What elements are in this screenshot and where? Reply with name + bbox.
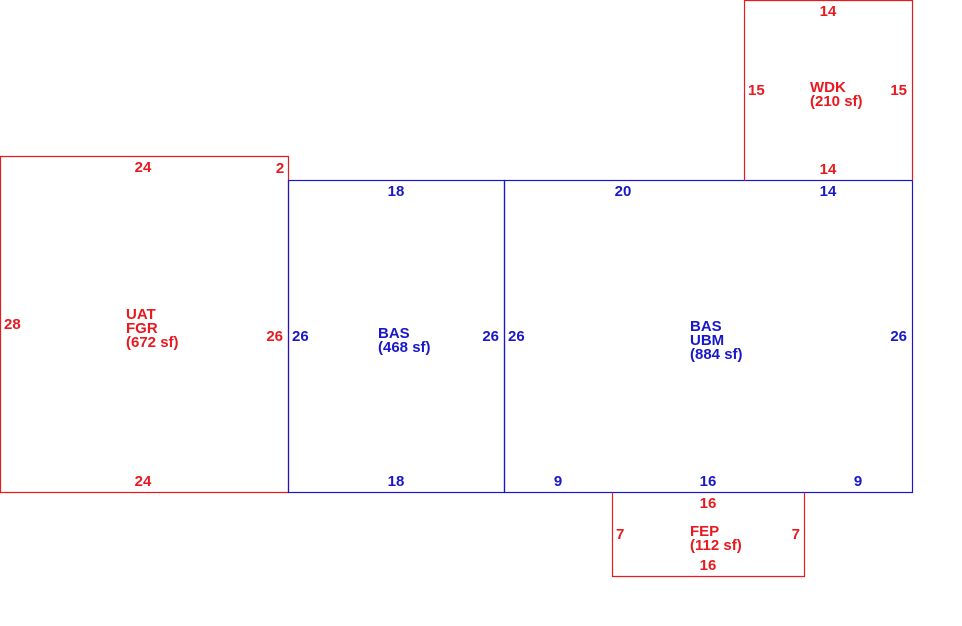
ubm-dim-top-a: 20 <box>615 183 632 200</box>
uat-dim-top-jog: 2 <box>276 160 284 177</box>
uat-dim-right: 26 <box>266 328 283 345</box>
ubm-dim-right: 26 <box>890 328 907 345</box>
uat-area: (672 sf) <box>126 334 179 351</box>
uat-dim-bottom: 24 <box>135 473 152 490</box>
uat-dim-left: 28 <box>4 316 21 333</box>
wdk-dim-right: 15 <box>890 82 907 99</box>
bas-left-area: (468 sf) <box>378 339 431 356</box>
bas-left-dim-bottom: 18 <box>388 473 405 490</box>
uat-dim-top: 24 <box>135 159 152 176</box>
area-bas-left: 18 26 26 18 BAS (468 sf) <box>287 179 506 494</box>
area-bas-ubm: 20 14 26 26 9 16 9 BAS UBM (884 sf) <box>503 179 914 494</box>
uat-code-1: UAT <box>126 306 156 323</box>
fep-outline <box>611 492 806 578</box>
fep-dim-left: 7 <box>616 526 624 543</box>
area-wdk: 14 15 15 14 WDK (210 sf) <box>743 0 914 181</box>
bas-left-dim-top: 18 <box>388 183 405 200</box>
wdk-dim-bottom: 14 <box>820 161 837 178</box>
wdk-dim-top: 14 <box>820 3 837 20</box>
ubm-dim-bottom-b: 16 <box>700 473 717 490</box>
ubm-code-2: UBM <box>690 332 724 349</box>
bas-left-code: BAS <box>378 325 410 342</box>
bas-left-dim-left: 26 <box>292 328 309 345</box>
area-uat-fgr: 24 2 28 26 24 UAT FGR (672 sf) <box>0 155 290 494</box>
ubm-dim-bottom-c: 9 <box>854 473 862 490</box>
wdk-code: WDK <box>810 79 846 96</box>
area-fep: 16 7 7 16 FEP (112 sf) <box>611 492 806 578</box>
fep-dim-top: 16 <box>700 495 717 512</box>
uat-code-2: FGR <box>126 320 158 337</box>
bas-ubm-outline <box>503 179 914 494</box>
ubm-area: (884 sf) <box>690 346 743 363</box>
fep-area: (112 sf) <box>690 537 742 554</box>
fep-dim-right: 7 <box>792 526 800 543</box>
ubm-code-1: BAS <box>690 318 722 335</box>
ubm-dim-bottom-a: 9 <box>554 473 562 490</box>
bas-left-dim-right: 26 <box>482 328 499 345</box>
ubm-dim-top-b: 14 <box>820 183 837 200</box>
wdk-dim-left: 15 <box>748 82 765 99</box>
wdk-area: (210 sf) <box>810 93 863 110</box>
wdk-outline <box>743 0 914 181</box>
ubm-dim-left: 26 <box>508 328 525 345</box>
fep-dim-bottom: 16 <box>700 557 717 574</box>
fep-code: FEP <box>690 523 719 540</box>
